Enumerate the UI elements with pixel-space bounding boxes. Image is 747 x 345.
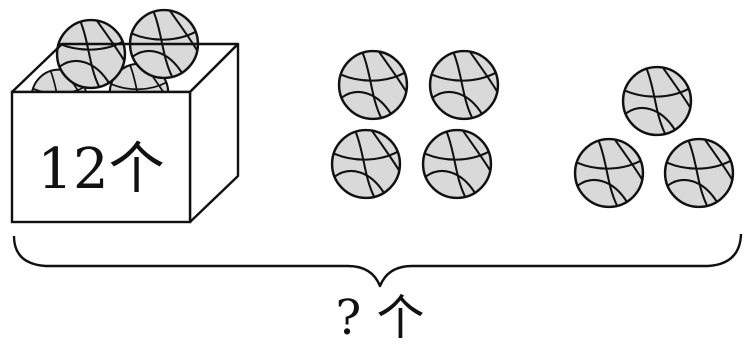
basketball-icon bbox=[428, 49, 500, 121]
basketball-icon bbox=[663, 137, 735, 209]
total-question-label: ? 个 bbox=[336, 290, 425, 345]
curly-brace-icon bbox=[12, 233, 743, 288]
basketball-icon bbox=[337, 49, 409, 121]
basketball-icon bbox=[621, 65, 693, 137]
square-group bbox=[330, 49, 500, 200]
basketball-icon bbox=[330, 128, 402, 200]
basketball-icon bbox=[55, 18, 127, 90]
ball-box: 12个 bbox=[10, 8, 240, 224]
triangle-group bbox=[573, 65, 735, 209]
basketball-icon bbox=[421, 128, 493, 200]
basketball-icon bbox=[573, 137, 645, 209]
box-count-label: 12个 bbox=[37, 137, 164, 202]
